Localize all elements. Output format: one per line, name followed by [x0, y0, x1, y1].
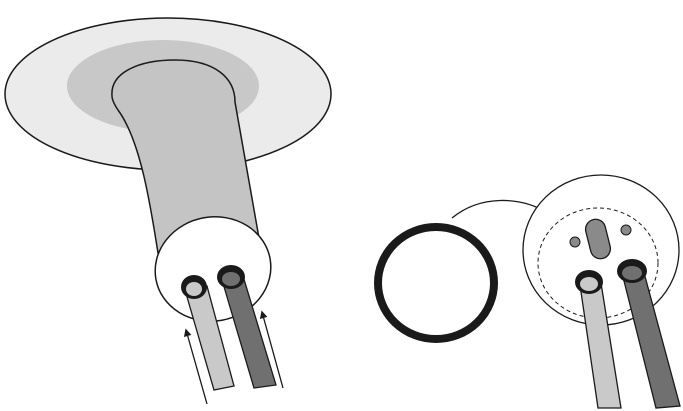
connector-dark-wire: [617, 259, 681, 409]
seal-groove: [537, 207, 659, 319]
insert-arrow-left: [183, 328, 208, 405]
connector-light-wire: [575, 270, 622, 409]
dark-wire: [217, 265, 277, 389]
connector-face: [522, 174, 681, 409]
left-assembly: [4, 17, 332, 405]
gasket-ring: [374, 223, 498, 343]
right-assembly: [374, 174, 681, 409]
pin-left: [569, 236, 581, 248]
keying-slot: [584, 218, 612, 260]
pin-right: [620, 224, 632, 236]
insert-arrow-right: [259, 310, 284, 389]
light-wire: [181, 275, 235, 391]
